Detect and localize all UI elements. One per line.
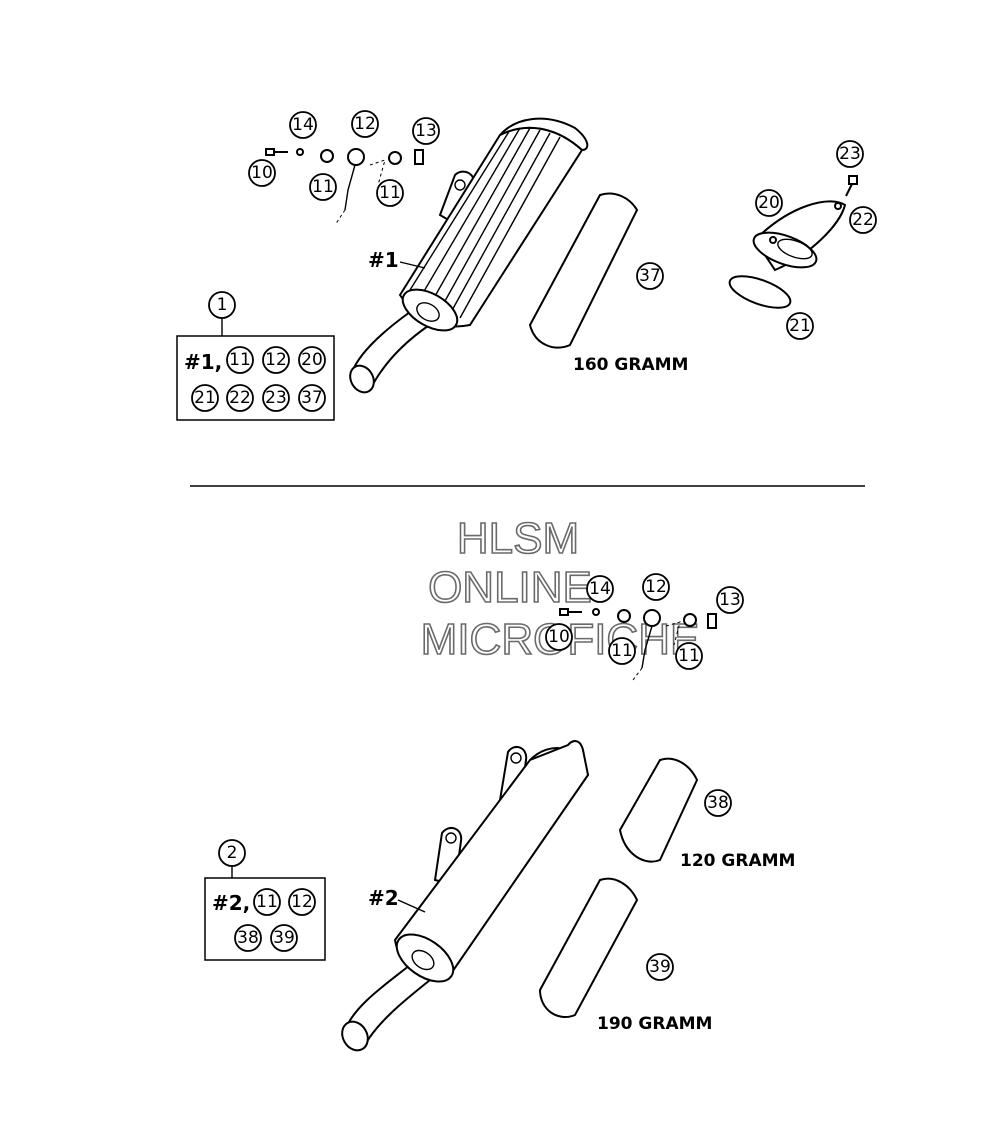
svg-text:12: 12 bbox=[265, 350, 287, 370]
cap-washer-22 bbox=[834, 202, 842, 210]
callout-kit-1: 1 bbox=[208, 291, 236, 319]
callout-end-cap-20: 20 bbox=[755, 189, 783, 217]
svg-text:11: 11 bbox=[678, 646, 700, 666]
kit-box-1-item: 23 bbox=[262, 384, 290, 412]
svg-text:10: 10 bbox=[548, 627, 570, 647]
svg-text:12: 12 bbox=[645, 577, 667, 597]
kit-box-2-item: 38 bbox=[234, 924, 262, 952]
kit-box-1-item: 12 bbox=[262, 346, 290, 374]
svg-text:11: 11 bbox=[379, 183, 401, 203]
svg-text:22: 22 bbox=[852, 210, 874, 230]
svg-text:37: 37 bbox=[639, 266, 661, 286]
svg-text:14: 14 bbox=[292, 115, 314, 135]
svg-text:23: 23 bbox=[265, 388, 287, 408]
svg-text:21: 21 bbox=[194, 388, 216, 408]
svg-text:11: 11 bbox=[229, 350, 251, 370]
mount-hardware-1 bbox=[265, 148, 424, 226]
callout-nut-2: 13 bbox=[716, 586, 744, 614]
callout-pin-2: 14 bbox=[586, 575, 614, 603]
svg-text:11: 11 bbox=[312, 177, 334, 197]
packing-37 bbox=[528, 192, 639, 349]
callout-pin-1: 14 bbox=[289, 111, 317, 139]
packing-38-weight: 120 GRAMM bbox=[680, 851, 795, 871]
packing-39 bbox=[538, 877, 639, 1018]
callout-packing-37: 37 bbox=[636, 262, 664, 290]
callout-washer-left-2: 11 bbox=[608, 637, 636, 665]
end-cap-20 bbox=[752, 200, 847, 272]
kit-box-1-item: 21 bbox=[191, 384, 219, 412]
callout-packing-38: 38 bbox=[704, 789, 732, 817]
packing-39-weight: 190 GRAMM bbox=[597, 1014, 712, 1034]
mount-hardware-2 bbox=[559, 608, 717, 681]
watermark-line-1: HLSM bbox=[457, 514, 579, 563]
callout-bolt-2: 10 bbox=[545, 623, 573, 651]
svg-text:11: 11 bbox=[256, 892, 278, 912]
svg-text:20: 20 bbox=[301, 350, 323, 370]
assembly-2: #2, #2 120 GRAMM 190 GRAMM bbox=[204, 608, 795, 1052]
svg-text:12: 12 bbox=[291, 892, 313, 912]
svg-text:20: 20 bbox=[758, 193, 780, 213]
kit-box-2-item: 11 bbox=[253, 888, 281, 916]
callout-bolt-1: 10 bbox=[248, 159, 276, 187]
kit-box-1-item: 22 bbox=[226, 384, 254, 412]
svg-text:2: 2 bbox=[227, 843, 238, 863]
assembly-1: #1, #1 160 GRAMM bbox=[176, 117, 858, 421]
callout-bracket-1: 12 bbox=[351, 110, 379, 138]
packing-37-weight: 160 GRAMM bbox=[573, 355, 688, 375]
callout-washer-right-1: 11 bbox=[376, 179, 404, 207]
svg-text:13: 13 bbox=[719, 590, 741, 610]
svg-text:1: 1 bbox=[217, 295, 228, 315]
callout-packing-39: 39 bbox=[646, 953, 674, 981]
callout-gasket-21: 21 bbox=[786, 312, 814, 340]
callout-bracket-2: 12 bbox=[642, 573, 670, 601]
kit-box-1-prefix: #1, bbox=[184, 350, 222, 374]
cap-bolt-23 bbox=[845, 175, 858, 197]
callout-washer-right-2: 11 bbox=[675, 642, 703, 670]
svg-text:37: 37 bbox=[301, 388, 323, 408]
kit-box-1-item: 11 bbox=[226, 346, 254, 374]
kit-box-2-prefix: #2, bbox=[212, 891, 250, 915]
silencer-1-label: #1 bbox=[368, 248, 399, 272]
kit-box-2-item: 39 bbox=[270, 924, 298, 952]
svg-text:14: 14 bbox=[589, 579, 611, 599]
svg-text:38: 38 bbox=[707, 793, 729, 813]
gasket-21 bbox=[728, 275, 792, 309]
watermark: HLSM ONLINE MICROFICHE bbox=[420, 513, 700, 665]
callout-cap-washer-22: 22 bbox=[849, 206, 877, 234]
svg-text:12: 12 bbox=[354, 114, 376, 134]
callout-nut-1: 13 bbox=[412, 117, 440, 145]
callout-cap-bolt-23: 23 bbox=[836, 140, 864, 168]
silencer-2-label: #2 bbox=[368, 886, 399, 910]
kit-box-1-item: 37 bbox=[298, 384, 326, 412]
callout-washer-left-1: 11 bbox=[309, 173, 337, 201]
silencer-2 bbox=[341, 740, 590, 1052]
svg-text:38: 38 bbox=[237, 928, 259, 948]
silencer-1 bbox=[349, 117, 589, 394]
packing-38 bbox=[618, 757, 699, 863]
kit-box-2-item: 12 bbox=[288, 888, 316, 916]
svg-text:23: 23 bbox=[839, 144, 861, 164]
svg-text:10: 10 bbox=[251, 163, 273, 183]
svg-text:39: 39 bbox=[273, 928, 295, 948]
svg-text:21: 21 bbox=[789, 316, 811, 336]
svg-text:22: 22 bbox=[229, 388, 251, 408]
callout-kit-2: 2 bbox=[218, 839, 246, 867]
watermark-line-2: ONLINE bbox=[428, 563, 592, 612]
kit-box-1-item: 20 bbox=[298, 346, 326, 374]
svg-text:13: 13 bbox=[415, 121, 437, 141]
svg-text:39: 39 bbox=[649, 957, 671, 977]
svg-text:11: 11 bbox=[611, 641, 633, 661]
